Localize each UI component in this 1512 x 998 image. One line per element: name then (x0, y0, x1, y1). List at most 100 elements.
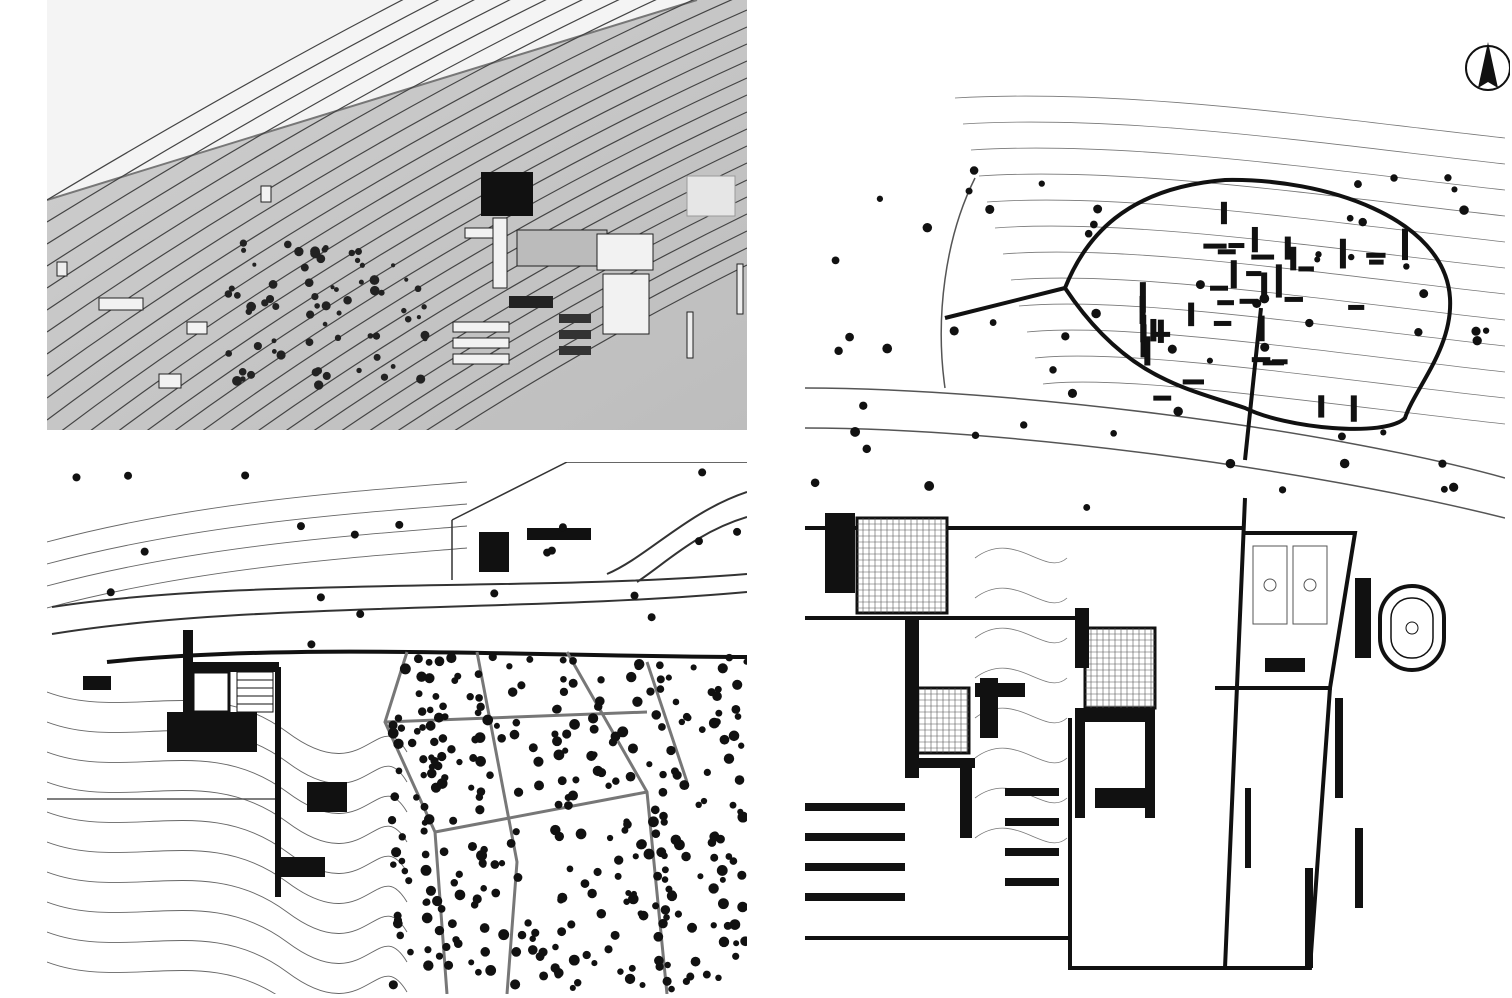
tree (404, 277, 409, 282)
tree (475, 793, 484, 801)
house (1275, 264, 1282, 298)
tree (450, 879, 459, 887)
tree (653, 871, 663, 881)
tree (388, 720, 398, 730)
tree (392, 918, 403, 929)
tree (407, 738, 417, 748)
tree (876, 195, 884, 202)
tree (658, 787, 668, 797)
tree (314, 303, 320, 309)
tree (390, 792, 400, 802)
tree (597, 676, 605, 684)
house (1401, 228, 1408, 261)
village-houses (1139, 201, 1408, 422)
contour-lines (47, 481, 468, 994)
tree (498, 860, 506, 867)
tree (1459, 205, 1469, 215)
tree (439, 847, 449, 857)
tree (1173, 406, 1183, 417)
contour-line (61, 26, 747, 430)
tree (703, 768, 711, 777)
tree (434, 925, 445, 936)
tree (488, 652, 497, 662)
tree (1471, 326, 1481, 336)
tree (420, 802, 429, 811)
tree (716, 865, 728, 876)
tree (1346, 214, 1354, 222)
tree (398, 833, 406, 841)
tree (399, 663, 411, 675)
model-buildings (56, 172, 744, 389)
contour-line (47, 841, 408, 904)
site-plan-left-drawing (47, 462, 747, 994)
tree (506, 838, 516, 848)
tree (506, 663, 513, 670)
tree (512, 718, 521, 727)
tree (560, 675, 567, 683)
tree (1252, 298, 1262, 308)
tree (423, 814, 435, 825)
tree (245, 308, 253, 315)
tree (447, 919, 457, 929)
tree (106, 588, 115, 597)
tree (717, 898, 729, 910)
tree (435, 952, 444, 960)
tree (268, 280, 278, 289)
tree (307, 640, 316, 649)
tree (591, 960, 598, 967)
tree (557, 776, 567, 786)
tree (1438, 459, 1447, 468)
tree (124, 471, 133, 480)
tree (233, 291, 241, 299)
house (1157, 319, 1164, 343)
tree (859, 401, 868, 410)
tree (660, 818, 668, 826)
tree (356, 610, 365, 619)
house (1262, 360, 1284, 366)
tree (447, 745, 456, 754)
tree (438, 734, 448, 743)
tree (969, 166, 979, 175)
tree (547, 546, 556, 555)
house (1339, 238, 1346, 269)
tree (690, 956, 701, 967)
tree (729, 857, 738, 865)
tree (343, 295, 352, 305)
tree (474, 670, 483, 678)
tree (624, 973, 636, 985)
tree (485, 965, 497, 976)
tree (698, 468, 707, 477)
tree (719, 876, 726, 883)
tree (241, 471, 250, 480)
tree (552, 943, 559, 951)
tree (552, 736, 562, 747)
contour-line (47, 0, 584, 311)
tree (419, 755, 428, 764)
tree (831, 256, 840, 265)
tree (1440, 485, 1448, 493)
tree (428, 763, 436, 771)
tree (949, 326, 959, 336)
tree (517, 930, 527, 940)
tree (718, 936, 730, 948)
tree (387, 727, 399, 739)
tree (420, 330, 430, 340)
house (1140, 324, 1147, 358)
house (1220, 201, 1227, 225)
tree (437, 904, 446, 913)
tree (719, 734, 730, 745)
tree (662, 976, 672, 986)
tree (475, 968, 482, 976)
site-model-photo (47, 0, 747, 430)
tree (330, 285, 335, 290)
tree (395, 520, 404, 529)
village-loop-road (1062, 177, 1453, 431)
tree (322, 371, 331, 380)
tree (716, 834, 725, 844)
tree (401, 867, 409, 875)
tree (665, 674, 672, 681)
tree (252, 262, 257, 267)
tree (434, 656, 445, 667)
contour-line (202, 111, 747, 430)
tree (232, 375, 242, 386)
